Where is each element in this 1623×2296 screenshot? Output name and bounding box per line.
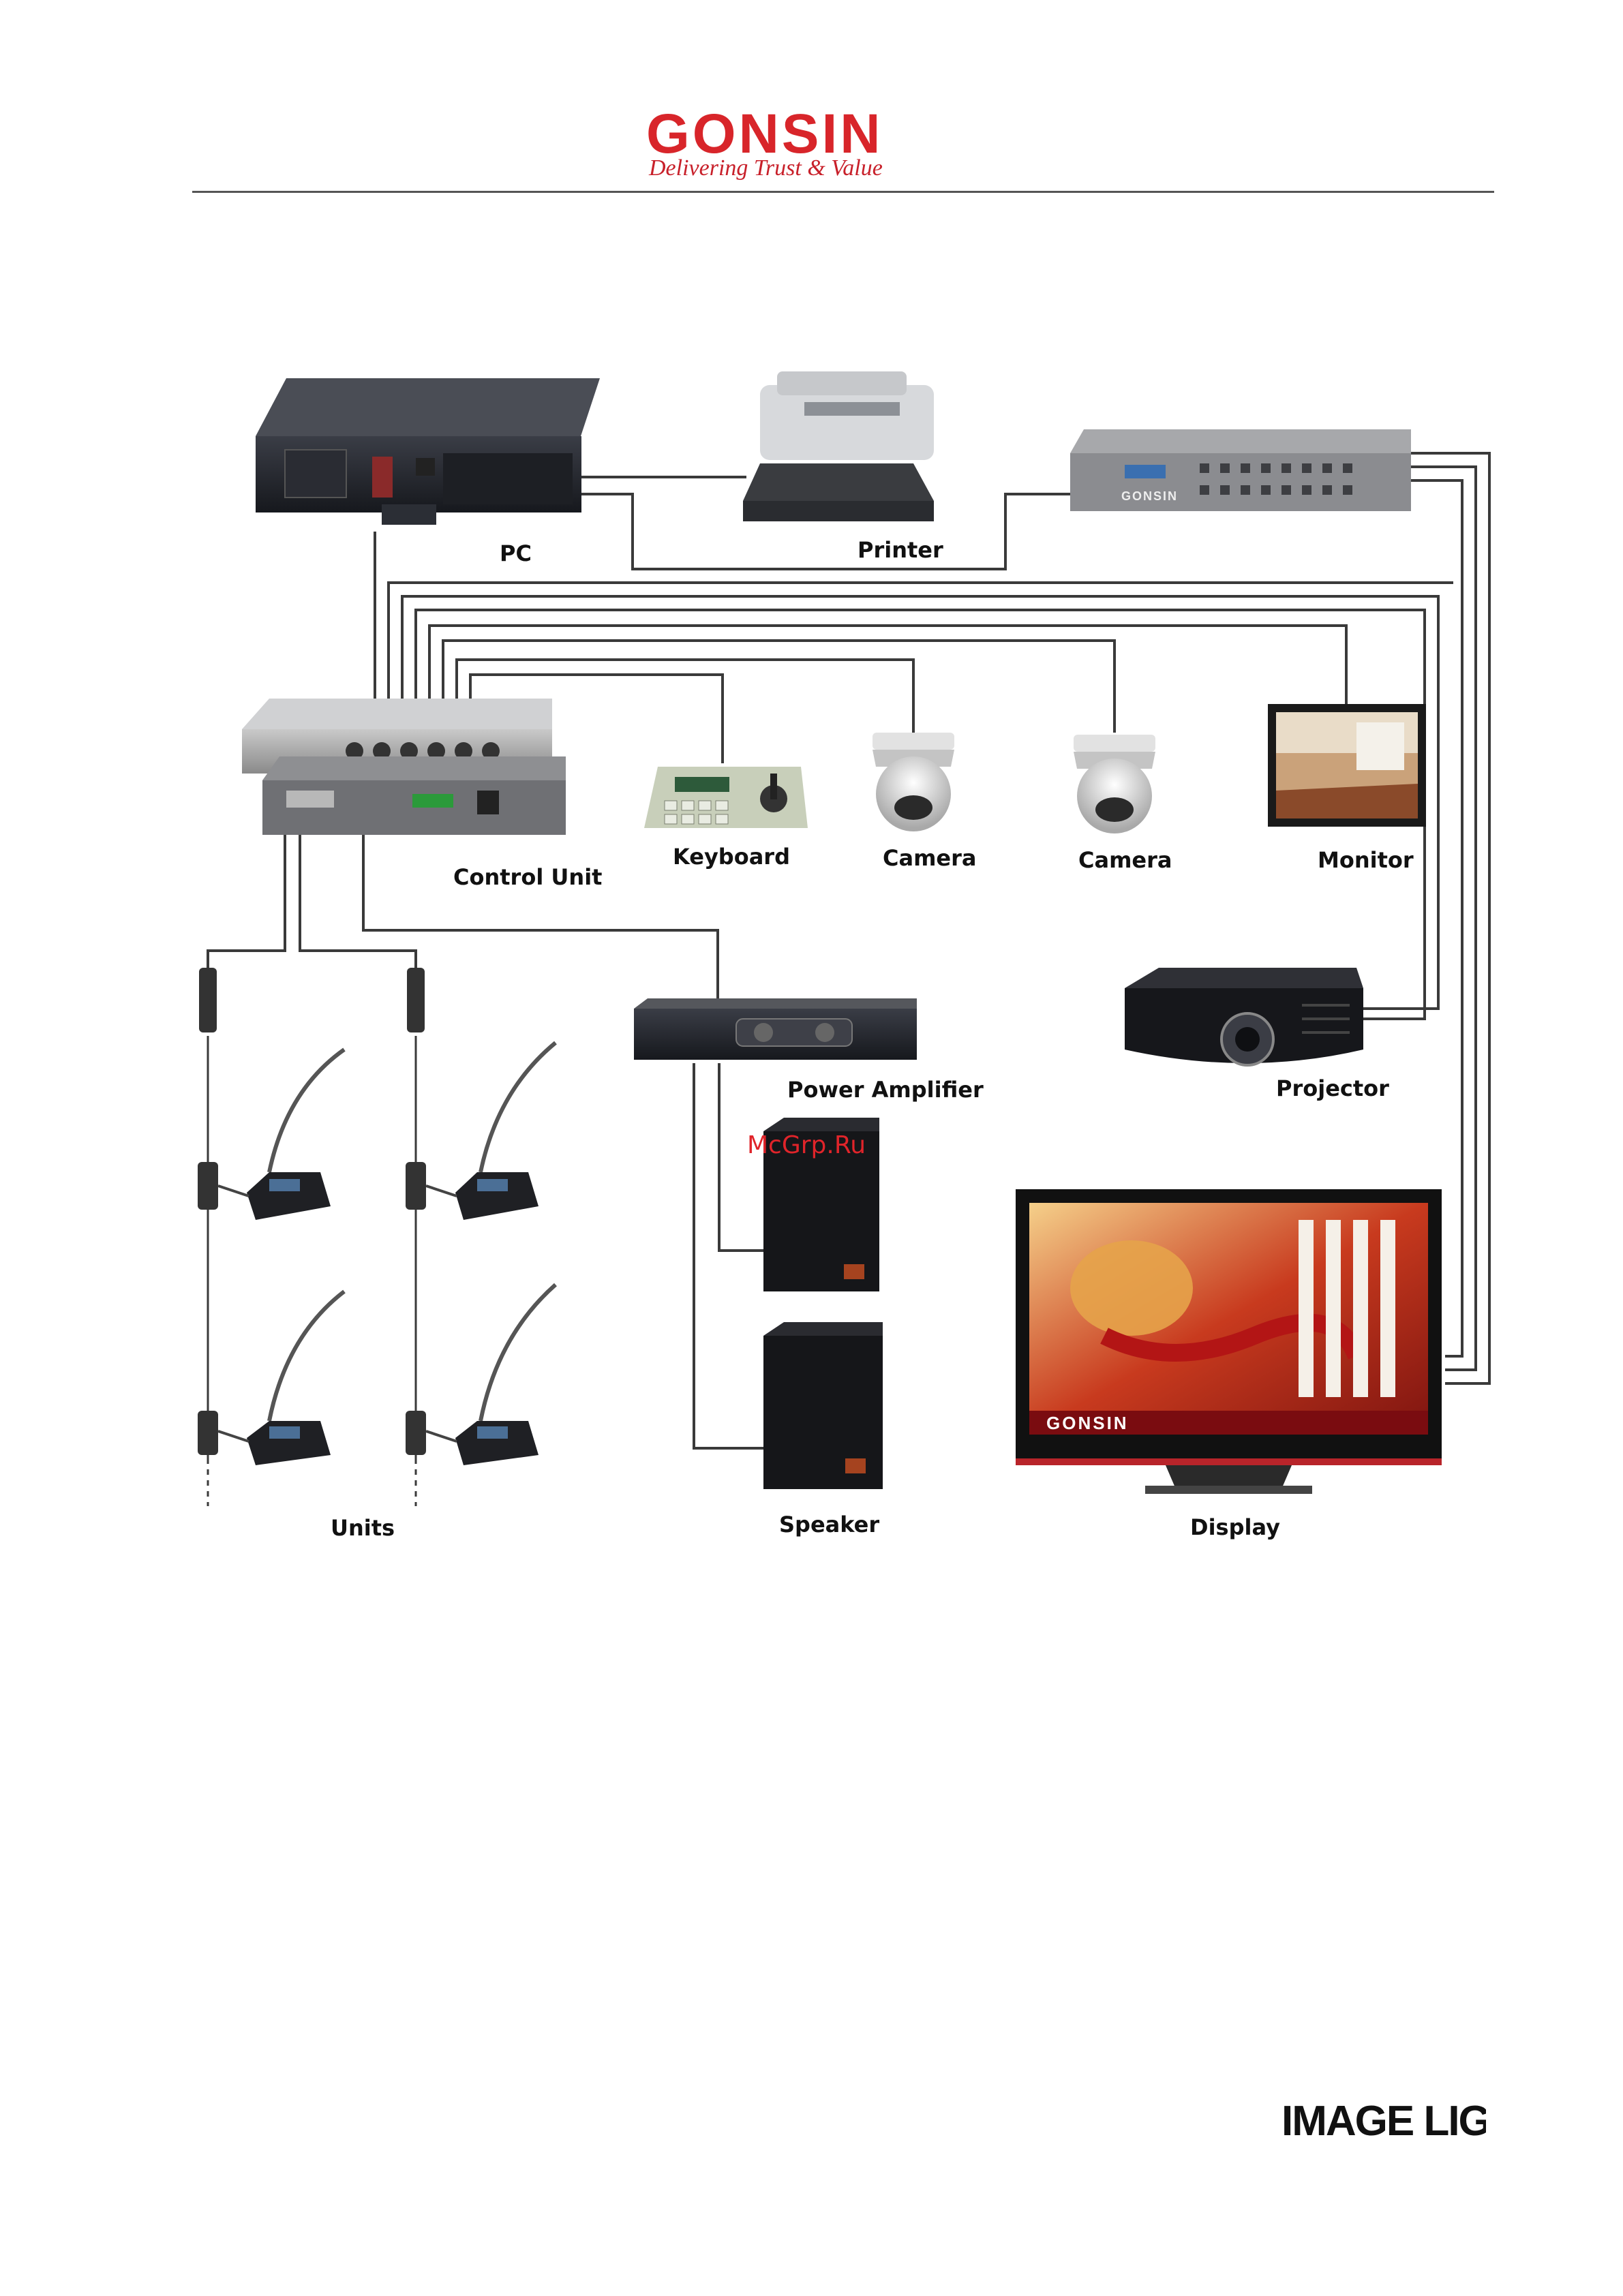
label-control-unit: Control Unit — [453, 864, 602, 890]
label-pc: PC — [500, 540, 532, 566]
conference-units — [198, 968, 556, 1465]
wire-control-monitor — [429, 626, 1346, 705]
matrix-brand-text: GONSIN — [1121, 489, 1178, 504]
display-device — [1016, 1189, 1442, 1494]
pc-device — [256, 378, 600, 525]
unit-1 — [218, 1050, 344, 1220]
unit-2 — [426, 1043, 556, 1220]
label-camera-1: Camera — [883, 845, 977, 871]
printer-device — [743, 371, 934, 521]
label-monitor: Monitor — [1318, 847, 1414, 873]
display-screen-brand: GONSIN — [1046, 1413, 1129, 1434]
label-power-amplifier: Power Amplifier — [787, 1077, 984, 1103]
label-units: Units — [331, 1515, 395, 1541]
camera-2-device — [1074, 735, 1155, 833]
wire-amp-speaker2 — [694, 1063, 763, 1448]
label-camera-2: Camera — [1078, 847, 1172, 873]
monitor-device — [1268, 704, 1426, 827]
label-projector: Projector — [1276, 1075, 1389, 1101]
wire-units-a — [208, 835, 285, 968]
power-amplifier-device — [634, 998, 917, 1060]
camera-1-device — [873, 733, 954, 831]
label-speaker: Speaker — [779, 1512, 879, 1537]
footer-logo: IMAGE LIGHT — [1281, 2084, 1486, 2159]
control-unit-device — [242, 699, 566, 835]
label-printer: Printer — [858, 537, 943, 563]
unit-3 — [218, 1291, 344, 1465]
wire-units-b — [300, 835, 416, 968]
speaker-2-device — [763, 1322, 883, 1489]
watermark-text: McGrp.Ru — [747, 1131, 866, 1159]
label-keyboard: Keyboard — [673, 844, 790, 870]
projector-device — [1125, 968, 1363, 1065]
unit-4 — [426, 1285, 556, 1465]
label-display: Display — [1190, 1514, 1280, 1540]
keyboard-device — [644, 767, 808, 828]
